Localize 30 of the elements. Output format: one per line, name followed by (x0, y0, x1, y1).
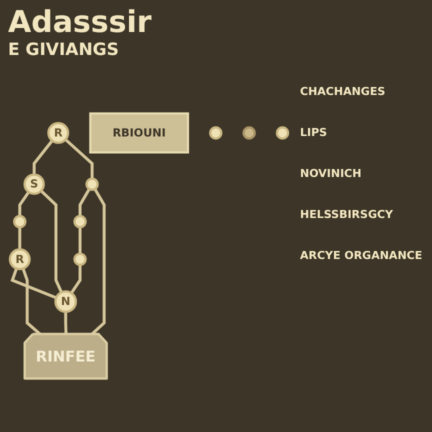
title: Adasssir (8, 6, 152, 40)
node-circle (85, 178, 99, 191)
connector (64, 312, 68, 334)
connector (64, 138, 94, 179)
node-circle (209, 126, 222, 140)
section-heading: LIPS (300, 126, 328, 140)
node-circle (13, 214, 26, 228)
node-circle: N (54, 290, 77, 313)
section-heading: NOVINICH (300, 167, 362, 181)
section-heading: ARCYE ORGANANCE (300, 249, 422, 263)
node-circle (73, 252, 87, 266)
section-heading: HELSSBIRSGCY (300, 208, 394, 222)
connector (70, 264, 82, 294)
connector (90, 188, 106, 336)
node-circle: S (23, 174, 45, 195)
node-box: RBIOUNI (89, 112, 190, 154)
connector (78, 188, 91, 216)
node-circle: R (47, 122, 70, 144)
connector (40, 190, 63, 293)
node-circle: R (8, 248, 31, 270)
node-drop (242, 126, 256, 140)
connector (78, 227, 82, 254)
subtitle: E GIVIANGS (8, 40, 119, 60)
connector (18, 191, 30, 216)
connector (18, 227, 22, 250)
node-circle (276, 126, 290, 140)
node-circle (73, 214, 87, 228)
connector (32, 140, 54, 175)
connector (10, 268, 57, 300)
section-heading: CHACHANGES (300, 85, 386, 99)
